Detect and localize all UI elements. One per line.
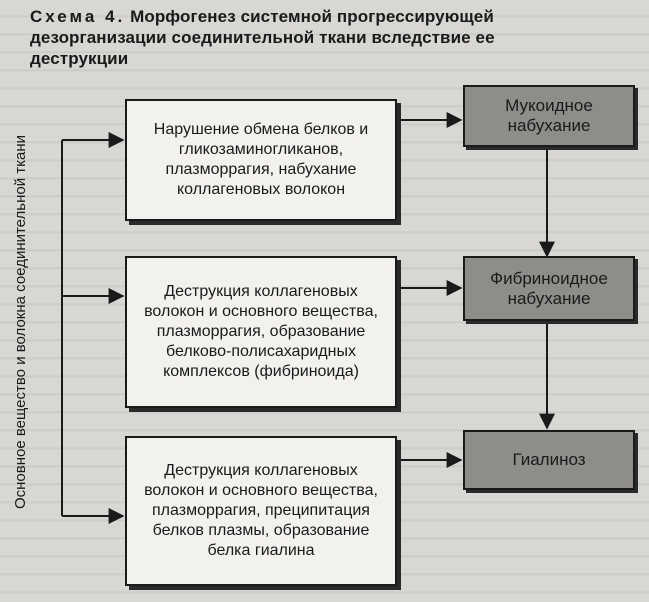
process-3-text: Деструкция коллагеновых волокон и основн… xyxy=(144,462,378,559)
title-text: Морфогенез системной прогрессирующей дез… xyxy=(30,7,495,68)
result-2-text: Фибриноидное набухание xyxy=(490,268,608,308)
result-1-text: Мукоидное набухание xyxy=(505,96,593,135)
process-box-2: Деструкция коллагеновых волокон и основн… xyxy=(125,256,397,408)
process-box-3: Деструкция коллагеновых волокон и основн… xyxy=(125,436,397,586)
result-box-2: Фибриноидное набухание xyxy=(463,256,635,321)
result-3-text: Гиалиноз xyxy=(512,450,586,469)
process-2-text: Деструкция коллагеновых волокон и основн… xyxy=(144,283,378,380)
process-1-text: Нарушение обмена белков и гликозаминогли… xyxy=(153,121,369,198)
process-box-1: Нарушение обмена белков и гликозаминогли… xyxy=(125,99,397,221)
diagram-title: Схема 4. Морфогенез системной прогрессир… xyxy=(30,6,550,69)
scheme-number: Схема 4. xyxy=(30,7,126,26)
result-box-3: Гиалиноз xyxy=(463,430,635,490)
result-box-1: Мукоидное набухание xyxy=(463,85,635,147)
